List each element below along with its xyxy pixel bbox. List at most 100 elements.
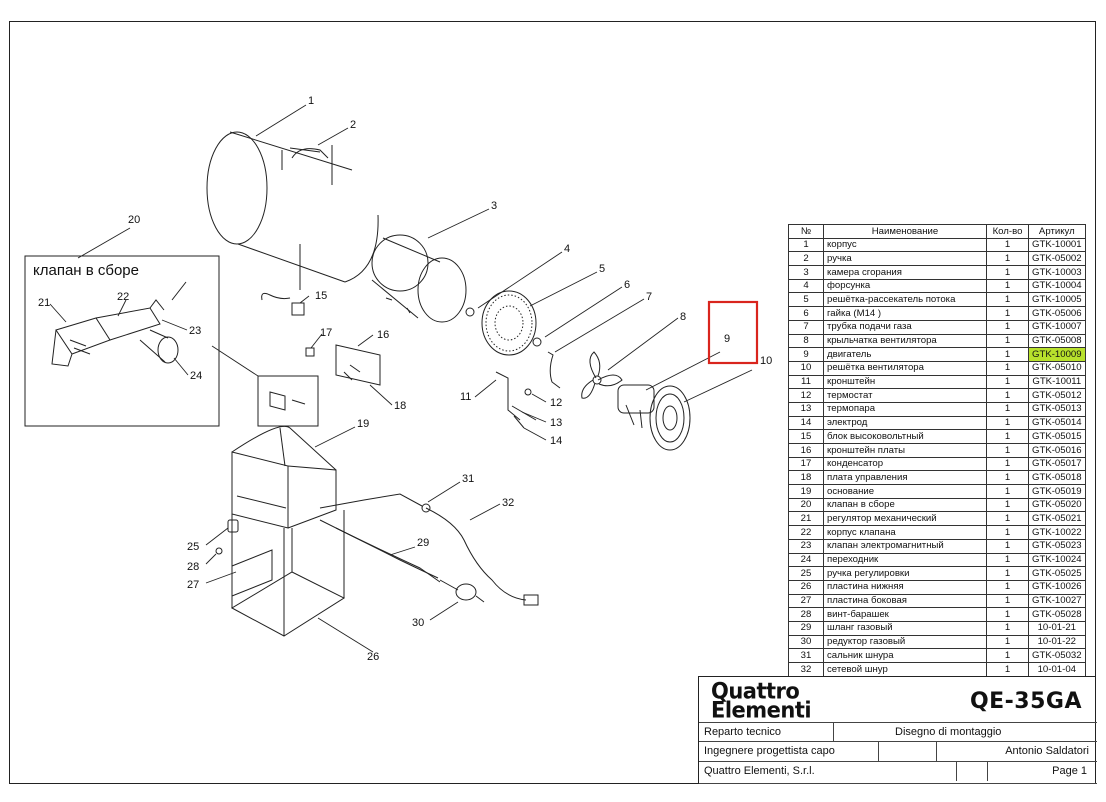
row-qty: 1 bbox=[986, 579, 1029, 595]
row-article: GTK-05006 bbox=[1028, 306, 1086, 321]
row-article: GTK-05021 bbox=[1028, 511, 1086, 527]
row-name: электрод bbox=[823, 415, 987, 431]
engineer-role: Ingegnere progettista capo bbox=[704, 745, 835, 757]
row-no: 20 bbox=[788, 497, 824, 513]
part-side-plate bbox=[231, 549, 273, 597]
valve-inset-drawing bbox=[51, 281, 187, 367]
row-qty: 1 bbox=[986, 401, 1029, 417]
row-article: GTK-10001 bbox=[1028, 237, 1086, 253]
part-bracket bbox=[495, 371, 537, 429]
row-article: GTK-10026 bbox=[1028, 579, 1086, 595]
part-nut-m14 bbox=[532, 337, 542, 347]
callout-23: 23 bbox=[189, 325, 201, 337]
row-name: ручка bbox=[823, 251, 987, 267]
callout-10: 10 bbox=[760, 355, 772, 367]
table-header-row: № Наименование Кол-во Артикул bbox=[788, 224, 1086, 239]
row-name: клапан в сборе bbox=[823, 497, 987, 513]
callout-5: 5 bbox=[599, 263, 605, 275]
part-motor bbox=[617, 384, 655, 429]
row-qty: 1 bbox=[986, 429, 1029, 444]
row-no: 16 bbox=[788, 443, 824, 458]
part-fan-guard bbox=[649, 385, 691, 451]
row-no: 2 bbox=[788, 251, 824, 267]
callout-26: 26 bbox=[367, 651, 379, 663]
row-qty: 1 bbox=[986, 566, 1029, 581]
callout-25: 25 bbox=[187, 541, 199, 553]
callout-9-highlight-box bbox=[707, 300, 759, 365]
row-no: 24 bbox=[788, 552, 824, 568]
callout-4: 4 bbox=[564, 243, 570, 255]
row-article: GTK-10011 bbox=[1028, 374, 1086, 390]
callout-28: 28 bbox=[187, 561, 199, 573]
callout-24: 24 bbox=[190, 370, 202, 382]
row-article: GTK-05008 bbox=[1028, 333, 1086, 349]
row-name: трубка подачи газа bbox=[823, 319, 987, 335]
header-article: Артикул bbox=[1028, 224, 1086, 239]
row-no: 30 bbox=[788, 634, 824, 650]
row-article: GTK-10022 bbox=[1028, 525, 1086, 540]
callout-18: 18 bbox=[394, 400, 406, 412]
row-no: 11 bbox=[788, 374, 824, 390]
row-name: форсунка bbox=[823, 278, 987, 294]
engineer-name: Antonio Saldatori bbox=[1005, 745, 1089, 757]
row-qty: 1 bbox=[986, 347, 1029, 362]
valve-inset-frame bbox=[24, 255, 220, 427]
title-row-engineer: Ingegnere progettista capo Antonio Salda… bbox=[699, 741, 1097, 761]
part-handle bbox=[281, 145, 333, 185]
row-name: плата управления bbox=[823, 470, 987, 486]
drawing-sheet-border bbox=[9, 21, 1096, 784]
part-gas-hose bbox=[319, 519, 441, 583]
row-qty: 1 bbox=[986, 511, 1029, 527]
row-no: 23 bbox=[788, 538, 824, 554]
callout-9: 9 bbox=[724, 333, 730, 345]
row-qty: 1 bbox=[986, 552, 1029, 568]
row-qty: 1 bbox=[986, 456, 1029, 472]
company-name: Quattro Elementi, S.r.l. bbox=[704, 765, 815, 777]
row-name: ручка регулировки bbox=[823, 566, 987, 581]
title-row-department: Reparto tecnico Disegno di montaggio bbox=[699, 722, 1097, 742]
row-qty: 1 bbox=[986, 662, 1029, 677]
row-no: 15 bbox=[788, 429, 824, 444]
part-nozzle bbox=[465, 307, 475, 317]
row-qty: 1 bbox=[986, 634, 1029, 650]
row-name: кронштейн bbox=[823, 374, 987, 390]
callout-31: 31 bbox=[462, 473, 474, 485]
part-wing-screw bbox=[215, 547, 223, 555]
callout-30: 30 bbox=[412, 617, 424, 629]
row-article: GTK-05014 bbox=[1028, 415, 1086, 431]
row-article: GTK-05023 bbox=[1028, 538, 1086, 554]
row-qty: 1 bbox=[986, 415, 1029, 431]
row-name: блок высоковольтный bbox=[823, 429, 987, 444]
part-gas-tube bbox=[547, 351, 561, 389]
row-qty: 1 bbox=[986, 484, 1029, 499]
model-number: QE-35GA bbox=[969, 689, 1082, 714]
leader-lines bbox=[49, 104, 753, 653]
row-no: 7 bbox=[788, 319, 824, 335]
row-qty: 1 bbox=[986, 333, 1029, 349]
callout-8: 8 bbox=[680, 311, 686, 323]
row-qty: 1 bbox=[986, 497, 1029, 513]
row-article: GTK-10024 bbox=[1028, 552, 1086, 568]
callout-11: 11 bbox=[460, 391, 471, 403]
row-qty: 1 bbox=[986, 593, 1029, 609]
row-name: крыльчатка вентилятора bbox=[823, 333, 987, 349]
row-qty: 1 bbox=[986, 360, 1029, 376]
